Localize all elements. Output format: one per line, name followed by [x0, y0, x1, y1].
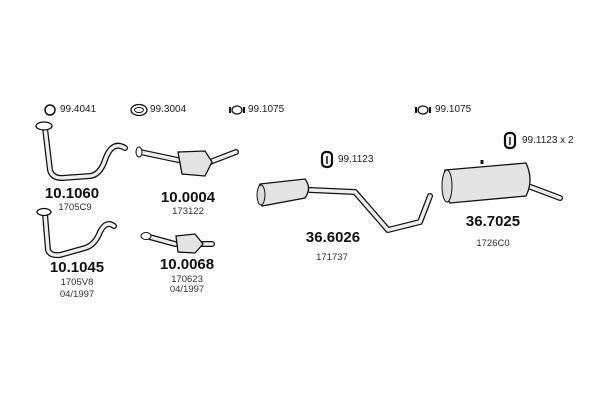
part-code: 171737	[316, 252, 348, 263]
downpipe-10-1060-drawing	[35, 121, 128, 181]
catalyst-10-0004-drawing	[135, 146, 239, 177]
silencer-36-6026-drawing	[256, 178, 433, 233]
part-code: 1705C9	[58, 202, 92, 213]
rubber-hanger-icon	[320, 150, 334, 169]
clamp-icon	[415, 105, 431, 115]
part-code: 1705V8	[60, 277, 94, 288]
silencer-36-7025-drawing	[441, 160, 563, 204]
part-date: 04/1997	[169, 284, 205, 295]
accessory-ref: 99.3004	[150, 104, 187, 115]
gasket-ring-icon	[130, 103, 148, 117]
catalyst-10-0068-drawing	[140, 232, 215, 254]
accessory-ref: 99.1075	[435, 104, 472, 115]
downpipe-10-1045-drawing	[36, 207, 117, 259]
part-date: 04/1997	[59, 289, 95, 300]
part-number: 36.7025	[465, 213, 521, 230]
accessory-ref: 99.1123	[338, 154, 374, 165]
accessory-ref: 99.1123 x 2	[522, 135, 574, 146]
part-number: 10.1045	[49, 259, 105, 276]
part-number: 10.0068	[159, 256, 215, 273]
part-code: 173122	[172, 206, 204, 217]
part-number: 10.0004	[160, 189, 216, 206]
part-code: 170623	[171, 274, 203, 285]
part-number: 10.1060	[44, 185, 100, 202]
accessory-ref: 99.4041	[60, 104, 97, 115]
o-ring-icon	[44, 104, 56, 116]
part-number: 36.6026	[305, 229, 361, 246]
accessory-ref: 99.1075	[248, 104, 285, 115]
rubber-hanger-icon	[503, 131, 517, 150]
part-code: 1726C0	[476, 238, 510, 249]
clamp-icon	[229, 105, 245, 115]
